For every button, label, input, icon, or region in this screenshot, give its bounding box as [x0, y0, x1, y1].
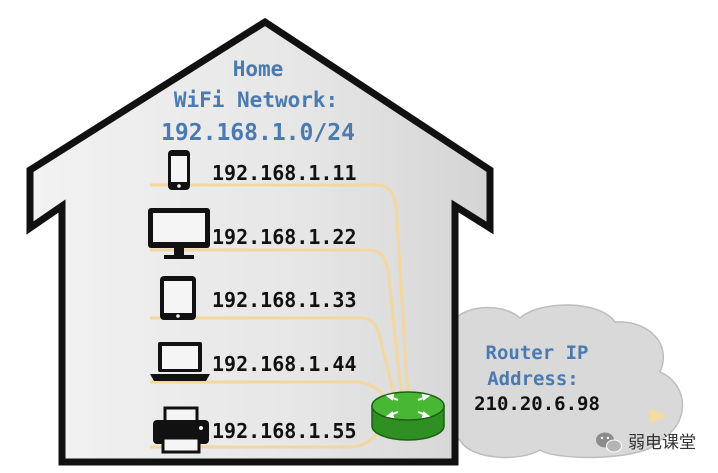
- uplink-cable: [440, 409, 668, 423]
- cable-1: [150, 183, 410, 399]
- router-label-line2: Address:: [487, 368, 579, 390]
- wechat-icon: [596, 432, 622, 453]
- device-row-1: 192.168.1.11: [168, 150, 357, 190]
- watermark: 弱电课堂: [596, 432, 696, 453]
- device-ip: 192.168.1.22: [212, 225, 357, 249]
- laptop-icon: [150, 342, 210, 381]
- device-row-5: 192.168.1.55: [153, 406, 357, 454]
- cable-2: [150, 248, 404, 401]
- tablet-icon: [160, 276, 196, 320]
- router-label-line1: Router IP: [486, 342, 589, 364]
- device-ip: 192.168.1.44: [212, 352, 357, 376]
- house-title-line1: Home: [233, 57, 284, 81]
- router-public-ip: 210.20.6.98: [474, 393, 600, 415]
- router-icon: [371, 391, 445, 441]
- subnet-label: 192.168.1.0/24: [161, 120, 355, 146]
- desktop-monitor-icon: [148, 208, 210, 259]
- cable-3: [150, 316, 398, 403]
- watermark-text: 弱电课堂: [628, 433, 696, 453]
- device-row-3: 192.168.1.33: [160, 276, 357, 320]
- device-ip: 192.168.1.11: [212, 161, 357, 185]
- device-row-4: 192.168.1.44: [150, 342, 357, 381]
- house-title-line2: WiFi Network:: [174, 88, 338, 112]
- device-ip: 192.168.1.55: [212, 419, 357, 443]
- smartphone-icon: [168, 150, 190, 190]
- home-network-house: [26, 17, 494, 466]
- device-ip: 192.168.1.33: [212, 288, 357, 312]
- printer-icon: [153, 406, 209, 454]
- device-row-2: 192.168.1.22: [148, 208, 357, 259]
